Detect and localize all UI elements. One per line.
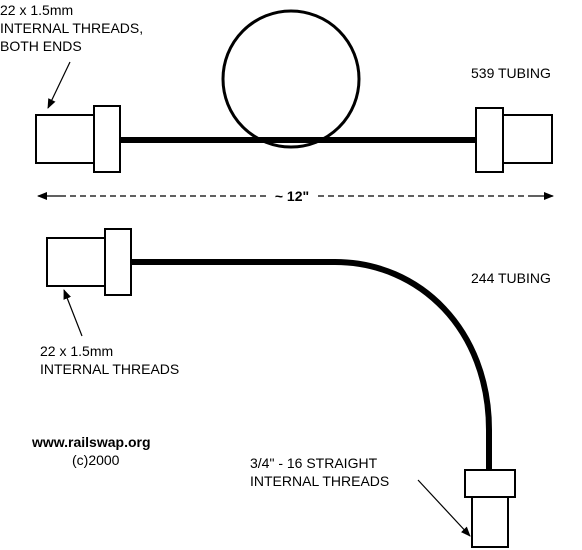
end-thread-label: 3/4" - 16 STRAIGHT INTERNAL THREADS — [250, 455, 389, 489]
top-thread-label: 22 x 1.5mm INTERNAL THREADS, BOTH ENDS — [0, 2, 147, 54]
end-thread-pointer-arrow — [417, 479, 471, 537]
end-thread-label-line: 3/4" - 16 STRAIGHT — [250, 455, 378, 471]
copyright-text: (c)2000 — [72, 452, 120, 468]
bottom-assembly: 244 TUBING 22 x 1.5mm INTERNAL THREADS 3… — [40, 228, 551, 548]
top-thread-label-line: BOTH ENDS — [0, 38, 82, 54]
bottom-end-fitting-nut — [464, 469, 516, 498]
bottom-thread-label-line: 22 x 1.5mm — [40, 343, 113, 359]
top-tubing-label: 539 TUBING — [471, 65, 551, 81]
bottom-tubing-label: 244 TUBING — [471, 270, 551, 286]
left-fitting-nut — [93, 105, 121, 173]
right-fitting-body — [502, 114, 553, 164]
right-fitting-nut — [475, 107, 504, 173]
bottom-end-fitting-body — [471, 496, 509, 548]
bottom-thread-label-line: INTERNAL THREADS — [40, 361, 179, 377]
bottom-left-fitting-nut — [104, 228, 132, 296]
end-thread-label-line: INTERNAL THREADS — [250, 473, 389, 489]
website-text: www.railswap.org — [31, 434, 151, 450]
credits: www.railswap.org (c)2000 — [31, 434, 151, 468]
top-thread-label-line: INTERNAL THREADS, — [0, 20, 143, 36]
tube-244 — [130, 259, 492, 470]
top-assembly: 22 x 1.5mm INTERNAL THREADS, BOTH ENDS 5… — [0, 2, 554, 204]
tubing-coil-loop — [221, 9, 361, 149]
bottom-left-fitting-body — [46, 237, 106, 287]
bottom-thread-label: 22 x 1.5mm INTERNAL THREADS — [40, 343, 179, 377]
bottom-thread-pointer-arrow — [63, 289, 83, 337]
top-thread-label-line: 22 x 1.5mm — [0, 2, 73, 18]
length-label: ~ 12" — [275, 188, 309, 204]
left-fitting-body — [35, 114, 95, 164]
top-thread-pointer-arrow — [47, 61, 71, 109]
